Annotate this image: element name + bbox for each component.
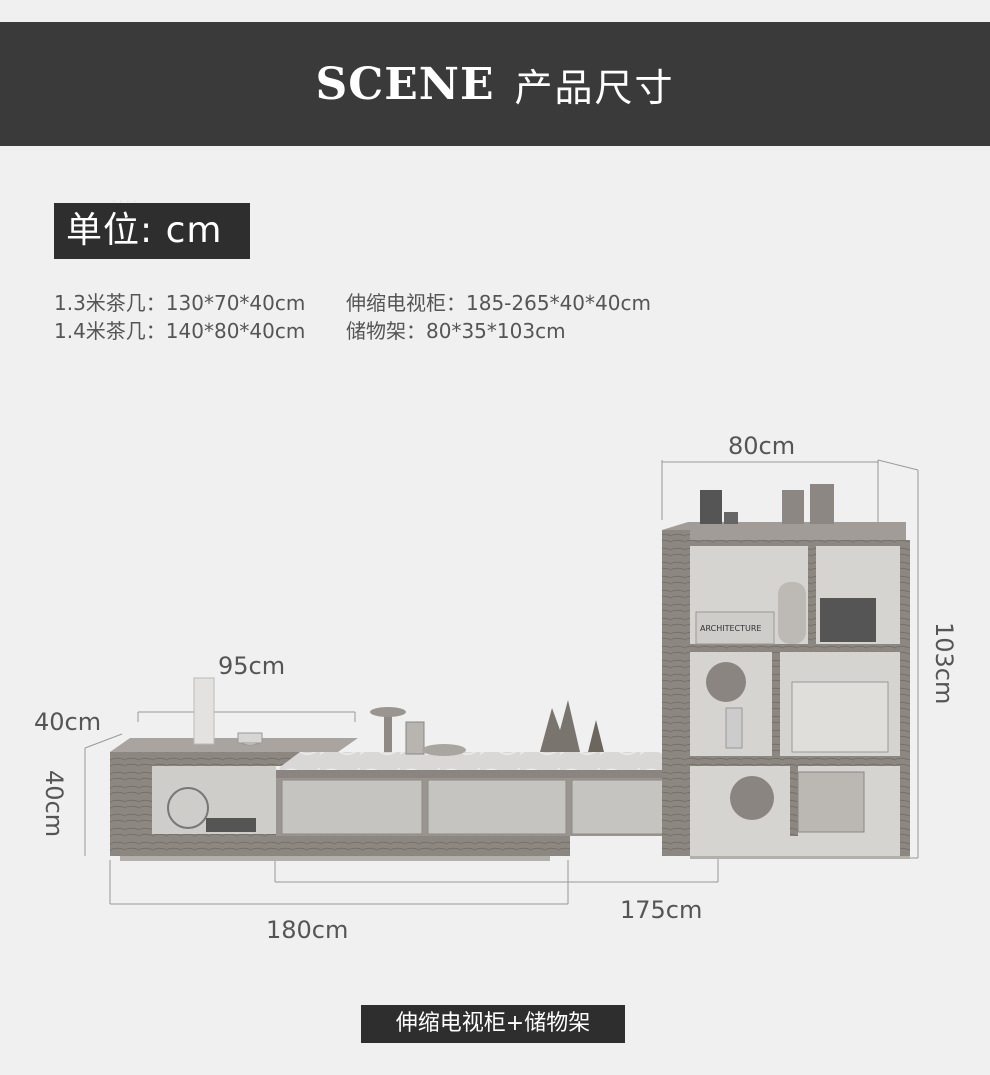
dim-total-width: 180cm (266, 916, 349, 944)
unit-badge: 单位: cm (54, 203, 250, 259)
jar-large (810, 484, 834, 524)
caption-label: 伸缩电视柜+储物架 (361, 1005, 625, 1043)
brand-title: SCENE (315, 58, 495, 110)
dim-top-width: 95cm (218, 652, 286, 680)
cabinet-width-line (274, 858, 719, 883)
flowers (706, 662, 746, 702)
dim-shelf-width: 80cm (728, 432, 796, 460)
header-banner: SCENE 产品尺寸 (0, 22, 990, 146)
jar-small (782, 490, 804, 524)
book-row (791, 681, 889, 753)
dimension-lines (84, 459, 919, 905)
wire-basket (820, 598, 876, 642)
header-subtitle: 产品尺寸 (514, 65, 675, 110)
top-width-line (137, 711, 356, 722)
book-pile (797, 771, 865, 833)
sculpture (778, 582, 806, 644)
dim-top-depth: 40cm (34, 708, 102, 736)
watermark: · · · · (112, 195, 137, 208)
plant (730, 776, 774, 820)
vase-tall (193, 677, 215, 745)
dim-cabinet-width: 175cm (620, 896, 703, 924)
tv-cabinet-right (276, 752, 910, 859)
glass-sphere (167, 787, 209, 829)
tv-cabinet-left (110, 738, 570, 861)
top-depth-line (84, 733, 123, 856)
dim-shelf-height: 103cm (930, 622, 958, 705)
bowl (237, 732, 263, 744)
shelf-books (695, 611, 775, 645)
shelf-width-line (661, 460, 879, 525)
dim-cabinet-height: 40cm (40, 770, 68, 838)
books-stack (206, 818, 256, 832)
spec-storage-shelf: 储物架：80*35*103cm (346, 319, 566, 343)
spec-coffee-table-14: 1.4米茶几：140*80*40cm (54, 319, 306, 343)
flower-vase (725, 707, 743, 749)
spec-tv-cabinet: 伸缩电视柜：185-265*40*40cm (346, 291, 651, 315)
decor-objects: ARCHITECTURE (167, 484, 889, 833)
tray (422, 744, 466, 756)
deer-figurines (540, 700, 580, 752)
spec-coffee-table-13: 1.3米茶几：130*70*40cm (54, 291, 306, 315)
pen-holder (700, 490, 722, 524)
book-spine-label: ARCHITECTURE (700, 624, 761, 633)
glass-vase (405, 721, 425, 755)
lamp-stem (384, 712, 392, 752)
